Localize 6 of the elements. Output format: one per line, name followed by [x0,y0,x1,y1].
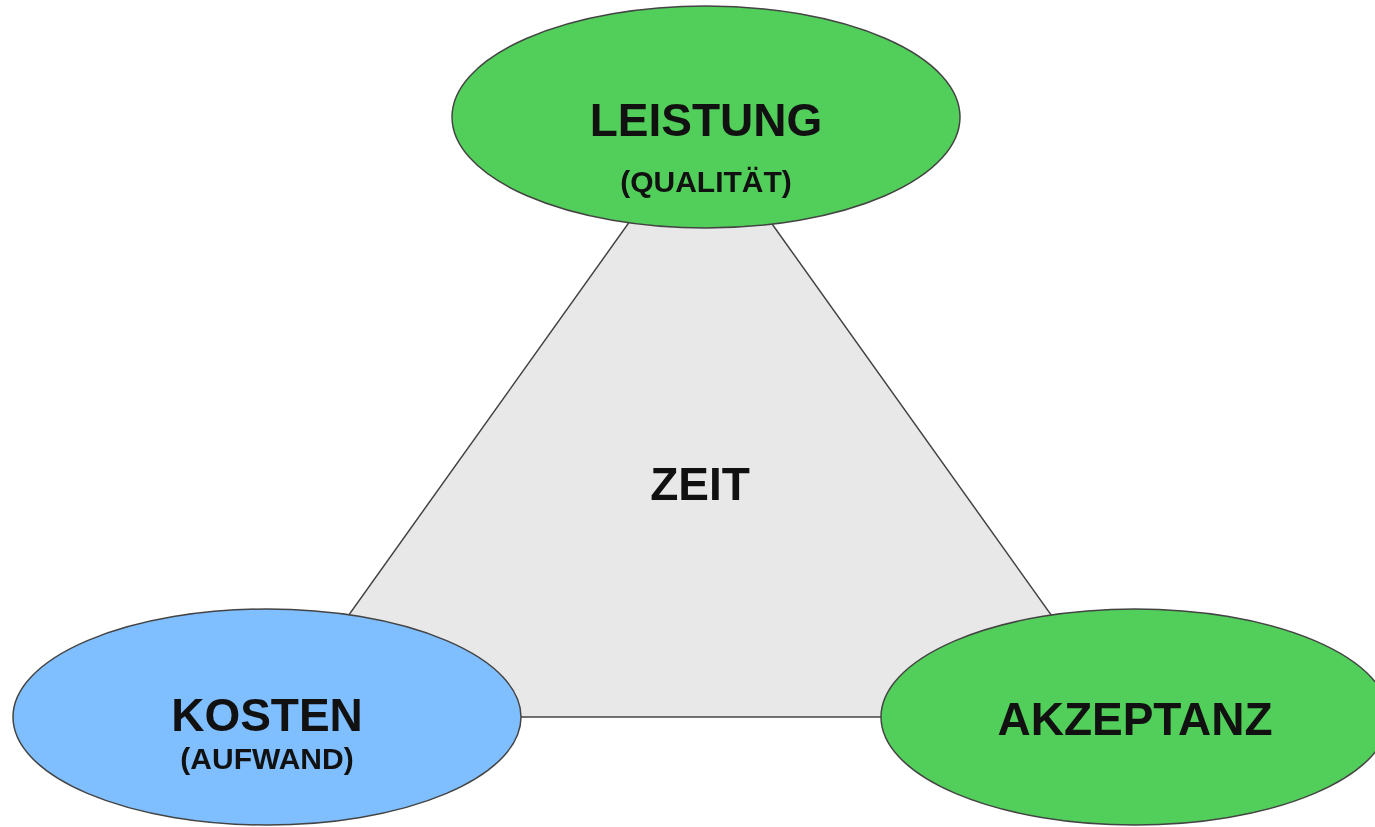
node-subtitle: (AUFWAND) [179,742,355,776]
node-subtitle: (QUALITÄT) [619,165,793,199]
node-title: LEISTUNG [588,93,824,147]
node-title: KOSTEN [170,688,364,742]
node-title: AKZEPTANZ [996,692,1274,746]
node-title: ZEIT [649,457,751,511]
